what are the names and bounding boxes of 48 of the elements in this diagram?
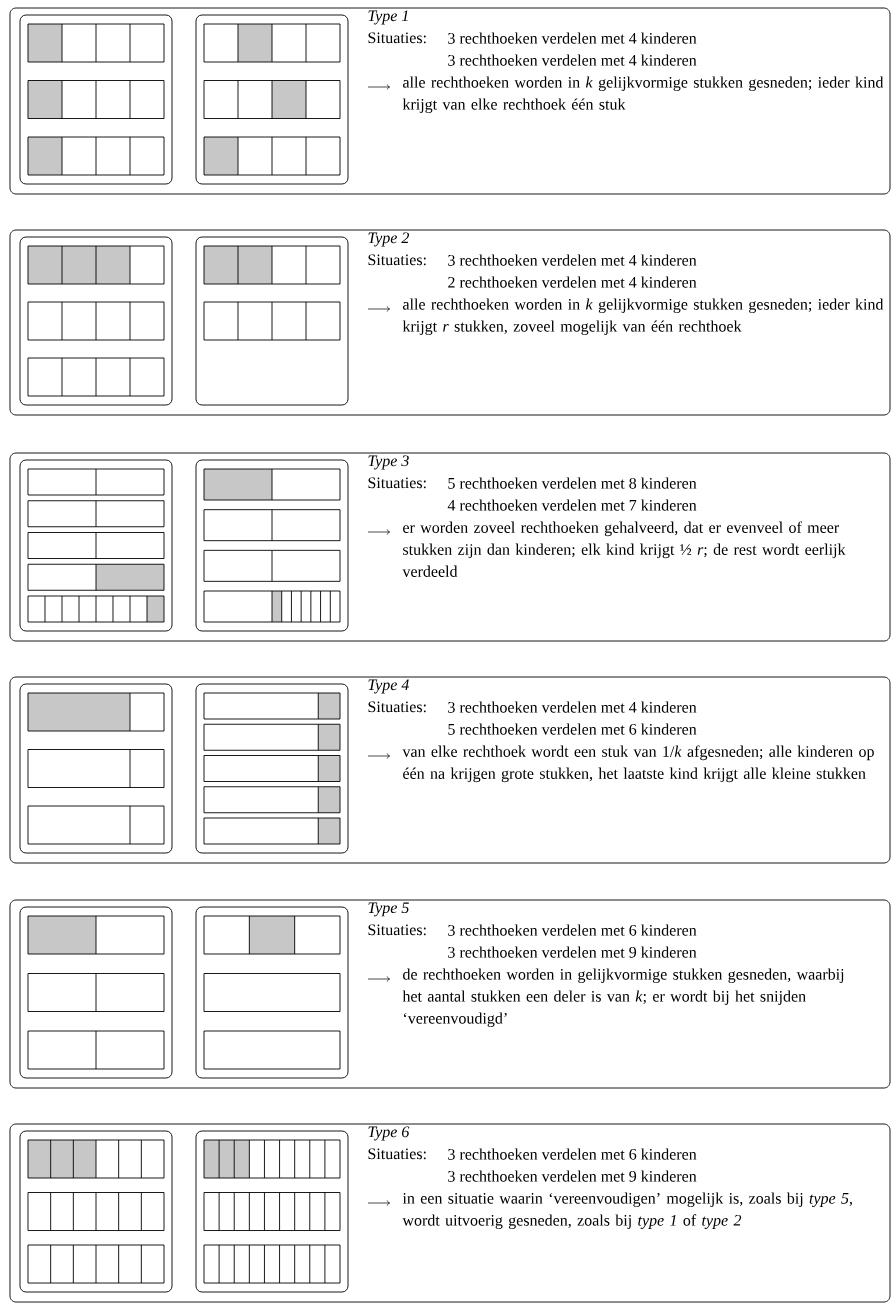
description-text: van elke rechthoek wordt een stuk van 1/k afgesneden; alle kinderen op één na krijgen grote stukken, het laatste kind krijgt alle kleine stukken (402, 745, 874, 783)
situation-line: 3 rechthoeken verdelen met 4 kinderen (448, 32, 697, 44)
situations-label: Situaties: (368, 477, 426, 489)
type-heading: Type 6 (368, 1126, 410, 1141)
situation-line: 3 rechthoeken verdelen met 9 kinderen (448, 946, 697, 958)
situation-line: 5 rechthoeken verdelen met 6 kinderen (448, 723, 697, 735)
description-text: alle rechthoeken worden in k gelijkvormige stukken gesneden; ieder kind krijgt van elke rechthoek één stuk (402, 76, 884, 113)
situations-label: Situaties: (368, 1148, 426, 1160)
panel-box (9, 229, 891, 416)
description-text: in een situatie waarin ‘vereenvoudigen’ mogelijk is, zoals bij type 5, wordt uitvoerig gesneden, zoals bij type 1 of type 2 (402, 1192, 852, 1229)
type-heading: Type 1 (368, 10, 408, 25)
type-heading: Type 5 (368, 902, 409, 917)
situation-line: 3 rechthoeken verdelen met 4 kinderen (448, 701, 697, 713)
panel-box (9, 676, 891, 864)
situation-line: 4 rechthoeken verdelen met 7 kinderen (447, 499, 697, 511)
rectangles-drawing (19, 683, 173, 854)
description-text: er worden zoveel rechthoeken gehalveerd, dat er evenveel of meer stukken zijn dan kinderen; elk kind krijgt ½ r; de rest wordt eerlijk verdeeld (402, 521, 846, 577)
rectangles-drawing (195, 906, 349, 1079)
rectangles-drawing (19, 459, 173, 632)
situations-label: Situaties: (368, 701, 426, 713)
description-text: de rechthoeken worden in gelijkvormige stukken gesneden, waarbij het aantal stukken een deler is van k; er wordt bij het snijden ‘vereenvoudigd’ (402, 968, 844, 1027)
rectangles-drawing (195, 236, 349, 406)
rectangles-drawing (195, 459, 349, 632)
situation-line: 3 rechthoeken verdelen met 9 kinderen (448, 1170, 697, 1182)
rectangles-drawing (19, 14, 173, 185)
situation-line: 3 rechthoeken verdelen met 4 kinderen (448, 254, 697, 266)
type-heading: Type 2 (368, 232, 409, 247)
rectangles-drawing (19, 1130, 173, 1293)
panel-box (9, 1123, 891, 1303)
rectangles-drawing (19, 906, 173, 1079)
rectangles-drawing (195, 1130, 349, 1293)
type-heading: Type 3 (368, 455, 409, 470)
description-text: alle rechthoeken worden in k gelijkvormige stukken gesneden; ieder kind krijgt r stukken, zoveel mogelijk van één rechthoek (402, 298, 884, 335)
panel-box (9, 452, 891, 642)
rectangles-drawing (195, 14, 349, 185)
situation-line: 5 rechthoeken verdelen met 8 kinderen (448, 477, 697, 489)
situation-line: 3 rechthoeken verdelen met 6 kinderen (448, 1148, 697, 1160)
situation-line: 3 rechthoeken verdelen met 4 kinderen (448, 54, 697, 66)
situation-line: 2 rechthoeken verdelen met 4 kinderen (448, 276, 697, 288)
situations-label: Situaties: (368, 254, 426, 266)
situations-label: Situaties: (368, 924, 426, 936)
situation-line: 3 rechthoeken verdelen met 6 kinderen (448, 924, 697, 936)
situations-label: Situaties: (368, 32, 426, 44)
panel-box (9, 7, 891, 195)
rectangles-drawing (195, 683, 349, 854)
rectangles-drawing (19, 236, 173, 406)
panel-box (9, 899, 891, 1089)
type-heading: Type 4 (368, 679, 409, 694)
